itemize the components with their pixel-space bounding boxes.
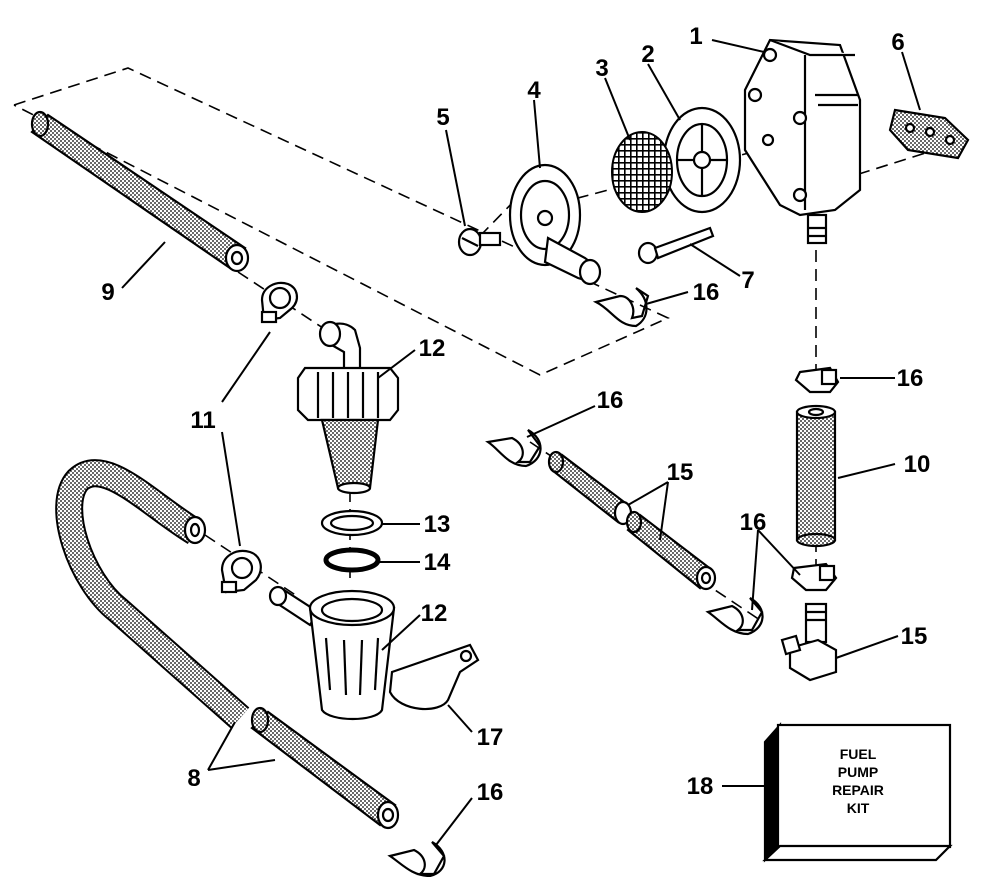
callout-8: 8 <box>187 765 200 792</box>
hose-clamp-lower <box>220 549 262 594</box>
alignment-line <box>699 579 761 621</box>
callout-15-elbow: 15 <box>901 623 928 650</box>
callout-10: 10 <box>904 451 931 478</box>
callout-14: 14 <box>424 549 451 576</box>
filter-bowl <box>268 585 396 720</box>
kit-label-line4: KIT <box>847 800 870 816</box>
callout-16-upper-clip: 16 <box>897 365 924 392</box>
diaphragm-plate <box>662 106 742 214</box>
short-fuel-hoses <box>547 450 717 591</box>
alignment-line <box>237 271 327 331</box>
seal-ring <box>320 509 384 537</box>
elbow-fitting <box>780 602 838 682</box>
cover-screw <box>457 227 502 257</box>
alignment-line <box>839 149 936 181</box>
callout-12-lower: 12 <box>421 600 448 627</box>
long-screw <box>637 226 715 265</box>
fuel-pump-body <box>743 38 862 245</box>
callout-11: 11 <box>190 407 215 434</box>
upper-fuel-hose <box>30 110 250 273</box>
filter-screen <box>611 131 673 213</box>
callout-13: 13 <box>424 511 451 538</box>
callout-15-hoses: 15 <box>667 459 694 486</box>
vertical-fuel-hose <box>795 404 837 548</box>
filter-cap <box>296 320 400 495</box>
mounting-bracket <box>388 643 480 711</box>
callout-16-lower-clips: 16 <box>740 509 767 536</box>
pump-cover <box>508 163 602 286</box>
callout-5: 5 <box>436 104 449 131</box>
leader-lines <box>121 39 921 846</box>
hose-clip <box>592 287 650 328</box>
hose-clip <box>387 841 446 877</box>
kit-label-line2: PUMP <box>838 764 878 780</box>
callout-4: 4 <box>527 77 541 104</box>
callout-9: 9 <box>101 279 114 306</box>
assembly-outline <box>13 67 670 376</box>
hose-clip <box>794 366 840 394</box>
callout-7: 7 <box>741 267 754 294</box>
repair-kit-box <box>762 722 953 863</box>
callout-6: 6 <box>891 29 904 56</box>
lower-fuel-hose <box>55 459 400 830</box>
callout-12-upper: 12 <box>419 335 446 362</box>
o-ring <box>323 547 381 573</box>
callout-17: 17 <box>477 724 504 751</box>
callout-18: 18 <box>687 773 714 800</box>
hose-clip <box>790 562 838 592</box>
callout-16-hose-clip: 16 <box>597 387 624 414</box>
kit-label-line3: REPAIR <box>832 782 884 798</box>
hose-clamp-upper <box>260 281 298 324</box>
callout-1: 1 <box>689 23 702 50</box>
callout-2: 2 <box>641 41 654 68</box>
hose-clip <box>485 429 542 468</box>
callout-16-bottom-clip: 16 <box>477 779 504 806</box>
mounting-gasket <box>888 108 970 160</box>
hose-clip <box>705 597 764 636</box>
callout-16-cover: 16 <box>693 279 720 306</box>
callout-3: 3 <box>595 55 608 82</box>
kit-label-line1: FUEL <box>840 746 877 762</box>
